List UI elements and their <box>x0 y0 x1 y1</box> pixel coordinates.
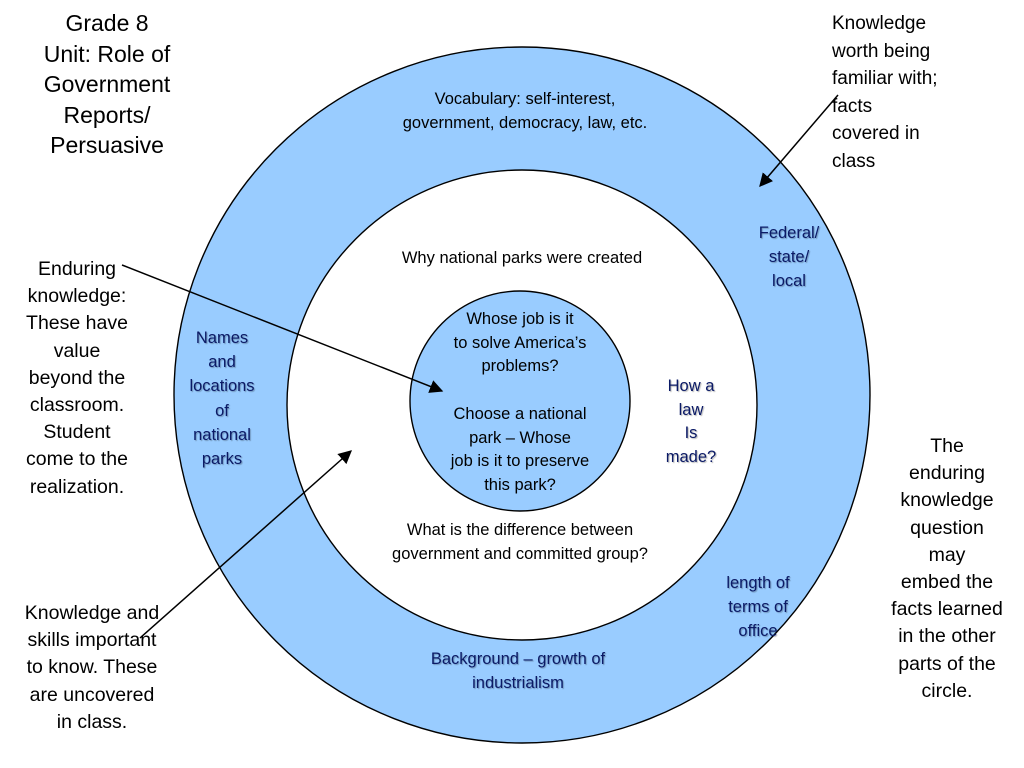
label-line: made? <box>665 447 717 466</box>
title-line: Persuasive <box>50 132 164 158</box>
note-line: value <box>53 339 101 362</box>
label-line: How a <box>667 377 715 395</box>
label-line: What is the difference between <box>406 521 634 539</box>
arrow-bottom-left <box>139 450 353 639</box>
label-line: government and committed group? <box>392 545 648 563</box>
note-line: are uncovered <box>29 683 155 706</box>
names-locations-label: Names and locations of national parks <box>172 326 272 471</box>
label-line: government, democracy, law, etc. <box>402 114 648 132</box>
note-line: Enduring <box>37 258 117 280</box>
title-line: Unit: Role of <box>43 40 171 67</box>
vocabulary-label: Vocabulary: self-interest, government, d… <box>360 87 690 135</box>
label-line: parks <box>201 450 243 469</box>
note-line: in the other <box>898 625 996 648</box>
label-line: terms of <box>728 598 788 616</box>
note-line: realization. <box>29 475 125 498</box>
note-enduring-question: The enduring knowledge question may embe… <box>874 433 1020 705</box>
title-line: Government <box>43 71 171 97</box>
label-line: length of <box>726 574 790 592</box>
note-familiar-knowledge: Knowledge worth being familiar with; fac… <box>832 10 972 175</box>
label-line: office <box>738 622 778 640</box>
title-line: Grade 8 <box>65 10 149 36</box>
note-line: facts learned <box>891 598 1003 621</box>
note-line: to know. These <box>26 656 158 679</box>
label-line: national <box>193 425 251 444</box>
label-line: Whose job is it <box>466 310 574 328</box>
note-line: knowledge: <box>27 285 127 308</box>
note-line: The <box>930 435 964 457</box>
note-line: come to the <box>26 448 128 471</box>
note-line: parts of the <box>898 652 996 675</box>
label-line: and <box>208 353 236 372</box>
label-line: problems? <box>481 357 559 375</box>
title-line: Reports/ <box>63 101 151 128</box>
note-line: enduring <box>909 462 985 485</box>
note-line: classroom. <box>29 394 125 417</box>
federal-state-local-label: Federal/ state/ local <box>742 221 836 293</box>
label-line: law <box>678 400 704 419</box>
note-line: knowledge <box>900 489 994 512</box>
note-line: covered in <box>832 123 920 144</box>
label-line: Choose a national <box>453 405 587 423</box>
arrow-enduring <box>121 264 444 393</box>
note-line: Knowledge <box>832 13 927 34</box>
note-line: familiar with; <box>832 68 938 89</box>
label-line: Names <box>195 329 249 347</box>
difference-question-label: What is the difference between governmen… <box>345 518 695 566</box>
core-question-2: Choose a national park – Whose job is it… <box>420 403 620 497</box>
core-question-1: Whose job is it to solve America’s probl… <box>420 308 620 379</box>
core-circle <box>409 290 631 512</box>
note-line: embed the <box>900 571 994 594</box>
background-industrialism-label: Background – growth of industrialism <box>398 647 638 695</box>
label-line: state/ <box>768 248 810 266</box>
note-line: circle. <box>921 679 973 702</box>
page-title: Grade 8 Unit: Role of Government Reports… <box>22 8 192 161</box>
term-length-label: length of terms of office <box>700 571 816 643</box>
note-line: worth being <box>832 40 931 62</box>
note-line: class <box>832 150 876 172</box>
note-line: skills important <box>27 629 157 652</box>
label-line: job is it to preserve <box>450 452 590 470</box>
label-line: this park? <box>484 475 556 494</box>
note-line: may <box>928 543 966 566</box>
how-law-made-label: How a law Is made? <box>650 375 732 469</box>
label-line: park – Whose <box>469 428 571 447</box>
why-parks-label: Why national parks were created <box>401 249 643 267</box>
label-line: locations <box>189 377 255 396</box>
note-line: in class. <box>56 710 128 733</box>
label-line: industrialism <box>472 674 564 692</box>
label-line: local <box>772 272 806 290</box>
note-knowledge-skills: Knowledge and skills important to know. … <box>4 600 180 736</box>
note-line: facts <box>832 95 873 117</box>
note-line: Student <box>43 421 111 444</box>
note-line: Knowledge and <box>24 602 160 624</box>
label-line: Vocabulary: self-interest, <box>434 90 616 108</box>
arrow-top-right <box>759 94 839 188</box>
label-line: of <box>215 401 229 420</box>
label-line: to solve America’s <box>453 333 587 352</box>
note-line: These have <box>26 312 128 335</box>
label-line: Federal/ <box>758 224 820 242</box>
note-line: beyond the <box>28 366 126 389</box>
label-line: Is <box>684 424 698 442</box>
note-enduring-knowledge: Enduring knowledge: These have value bey… <box>10 256 144 501</box>
note-line: question <box>910 516 984 539</box>
label-line: Background – growth of <box>430 650 606 668</box>
